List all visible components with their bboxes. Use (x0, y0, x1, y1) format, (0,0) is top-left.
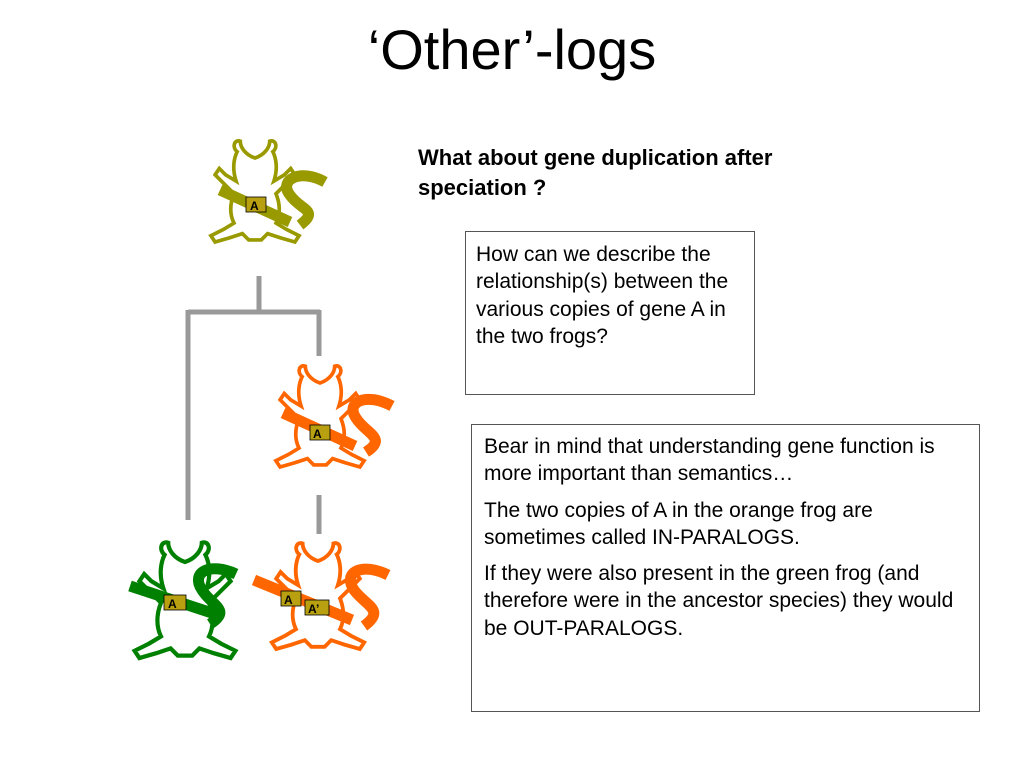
note-semantics: Bear in mind that understanding gene fun… (484, 435, 935, 486)
notes-box: Bear in mind that understanding gene fun… (471, 424, 980, 712)
note-out-paralogs: If they were also present in the green f… (484, 562, 954, 640)
gene-a-label: A (168, 597, 177, 611)
tree-branches (185, 276, 322, 534)
gene-a-label: A (284, 593, 293, 607)
chromosome-s (345, 563, 391, 631)
chromosome-s (347, 393, 395, 457)
orange-frog: A A’ (251, 541, 391, 651)
gene-a-box (280, 590, 302, 607)
question-box-text: How can we describe the relationship(s) … (476, 243, 729, 348)
ancestor-frog: A (209, 139, 328, 244)
gene-a-box (163, 594, 187, 611)
chromosome-bar (251, 574, 355, 626)
chromosome-s (193, 563, 239, 629)
gene-a-box (309, 424, 331, 441)
gene-a-prime-box (304, 599, 330, 616)
question-heading: What about gene duplication after specia… (418, 145, 773, 201)
gene-a-prime-label: A’ (308, 602, 319, 616)
gene-a-label: A (250, 199, 259, 213)
question-box: How can we describe the relationship(s) … (465, 231, 755, 395)
orange-ancestor-frog: A (274, 364, 395, 469)
gene-a-box (245, 196, 267, 213)
gene-a-label: A (313, 427, 322, 441)
chromosome-s (281, 170, 328, 230)
slide-title: ‘Other’-logs (367, 18, 657, 81)
note-in-paralogs: The two copies of A in the orange frog a… (484, 498, 873, 549)
green-frog: A (128, 542, 239, 658)
